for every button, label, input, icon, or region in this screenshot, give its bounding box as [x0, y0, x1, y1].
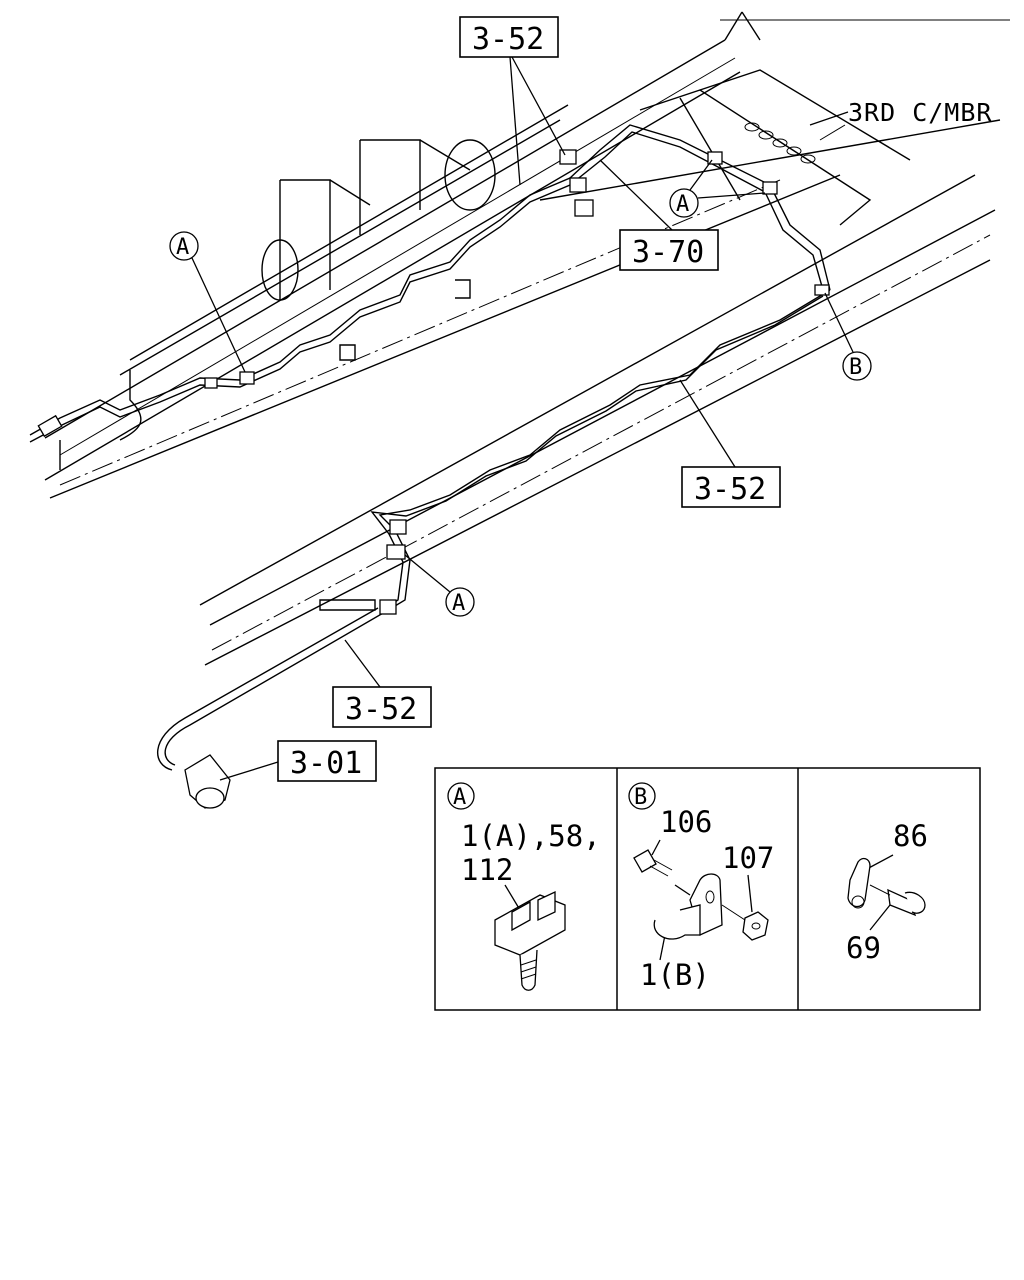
- pipe-fittings: [37, 149, 830, 615]
- svg-text:A: A: [452, 591, 465, 616]
- callout-a-lower: [445, 587, 475, 617]
- callout-a-left: [169, 231, 199, 261]
- callout-b: [842, 351, 872, 381]
- ref-3-52-lower: 3-52: [345, 692, 417, 727]
- detail-a-marker: [447, 782, 475, 810]
- detail-c: 86 69: [846, 819, 928, 965]
- detail-b-nut-107: 107: [722, 841, 774, 875]
- detail-b-bolt-106: 106: [660, 805, 712, 839]
- ref-3-52-right: 3-52: [694, 472, 766, 507]
- brake-pipe-lower: [157, 289, 831, 771]
- svg-text:A: A: [176, 235, 189, 260]
- svg-text:A: A: [676, 192, 689, 217]
- svg-text:B: B: [849, 355, 862, 380]
- cross-member-label: 3RD C/MBR: [848, 98, 992, 127]
- ref-box-3-70: [619, 229, 719, 271]
- lower-frame-rail: [49, 174, 996, 666]
- detail-a: A 1(A),58, 112: [447, 782, 601, 991]
- detail-panel: A 1(A),58, 112 B 106 107 1(B): [434, 767, 981, 1011]
- brake-hose-fitting: [184, 754, 231, 809]
- fuel-tank-outline: [59, 139, 496, 470]
- ref-box-3-01: [277, 740, 377, 782]
- detail-a-part-numbers: 1(A),58,: [461, 819, 601, 853]
- ref-3-52-top: 3-52: [472, 22, 544, 57]
- ref-box-3-52-right: [681, 466, 781, 508]
- callout-a-middle: [669, 188, 699, 218]
- detail-c-bolt-69: 69: [846, 931, 881, 965]
- ref-box-3-52-top: [459, 16, 559, 58]
- detail-b-bracket-1b: 1(B): [640, 958, 710, 992]
- third-cross-member: [639, 69, 911, 226]
- detail-c-clip-86: 86: [893, 819, 928, 853]
- svg-text:A: A: [453, 785, 466, 810]
- svg-text:B: B: [634, 785, 647, 810]
- ref-box-3-52-lower: [332, 686, 432, 728]
- ref-3-70: 3-70: [632, 235, 704, 270]
- reference-labels: 3-52 3-70 3-52 3-52 3-01 3RD C/MBR: [219, 16, 992, 782]
- ref-3-01: 3-01: [290, 746, 362, 781]
- callouts: A A B A: [169, 159, 872, 617]
- detail-b: B 106 107 1(B): [628, 782, 774, 992]
- brake-pipe-upper: [29, 124, 831, 443]
- detail-a-part-112: 112: [461, 853, 513, 887]
- detail-b-marker: [628, 782, 656, 810]
